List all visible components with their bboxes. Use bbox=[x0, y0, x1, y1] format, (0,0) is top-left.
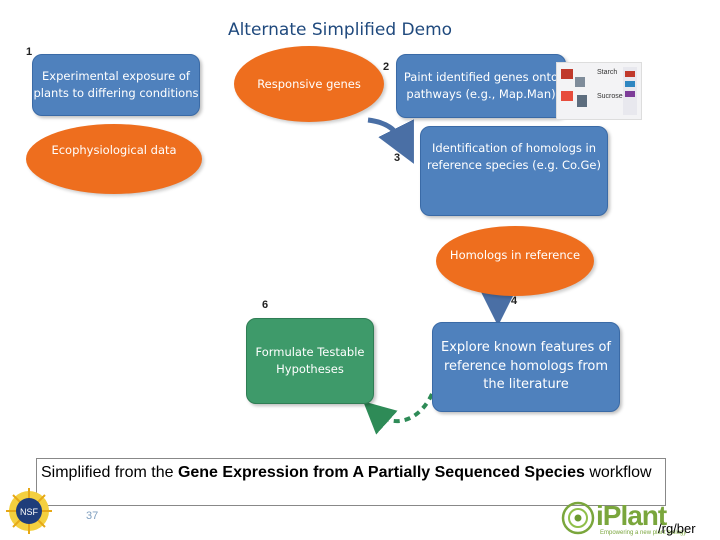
thumbnail-cell-icon bbox=[561, 91, 573, 101]
thumbnail-cell-icon bbox=[577, 95, 587, 107]
step-number-2: 2 bbox=[383, 61, 390, 73]
node-responsive-genes: Responsive genes bbox=[234, 46, 384, 122]
thumbnail-cell-icon bbox=[575, 77, 585, 87]
node-explore-known-features: Explore known features of reference homo… bbox=[432, 322, 620, 412]
caption-box: Simplified from the Gene Expression from… bbox=[36, 458, 666, 506]
step-number-1: 1 bbox=[26, 46, 33, 58]
node-identification-homologs: Identification of homologs in reference … bbox=[420, 126, 608, 216]
iplant-logo-text: iPlant bbox=[596, 500, 667, 531]
node-paint-genes-pathways: Paint identified genes onto pathways (e.… bbox=[396, 54, 566, 118]
page-title: Alternate Simplified Demo bbox=[227, 20, 453, 40]
node-ecophysiological-data: Ecophysiological data bbox=[26, 124, 202, 194]
page-number: 37 bbox=[86, 510, 99, 522]
pathway-thumbnail-image: Starch Sucrose bbox=[556, 62, 642, 120]
iplant-leaf-icon bbox=[561, 501, 595, 535]
arrow-paint-to-identification bbox=[367, 117, 414, 164]
thumbnail-panel bbox=[623, 67, 637, 115]
nsf-seal-logo: NSF bbox=[6, 488, 52, 534]
svg-text:NSF: NSF bbox=[20, 507, 39, 517]
thumbnail-cell-icon bbox=[561, 69, 573, 79]
node-formulate-hypotheses: Formulate Testable Hypotheses bbox=[246, 318, 374, 404]
node-homologs-in-reference: Homologs in reference bbox=[436, 226, 594, 296]
node-experimental-exposure: Experimental exposure of plants to diffe… bbox=[32, 54, 200, 116]
dashed-arrow-explore-to-formulate bbox=[363, 393, 434, 435]
step-number-6: 6 bbox=[262, 299, 269, 311]
thumbnail-label-sucrose: Sucrose bbox=[597, 93, 623, 100]
footer-path-text: /rg/ber bbox=[658, 521, 696, 536]
thumbnail-label-starch: Starch bbox=[597, 69, 618, 76]
iplant-tagline: Empowering a new plant biology bbox=[600, 530, 687, 536]
